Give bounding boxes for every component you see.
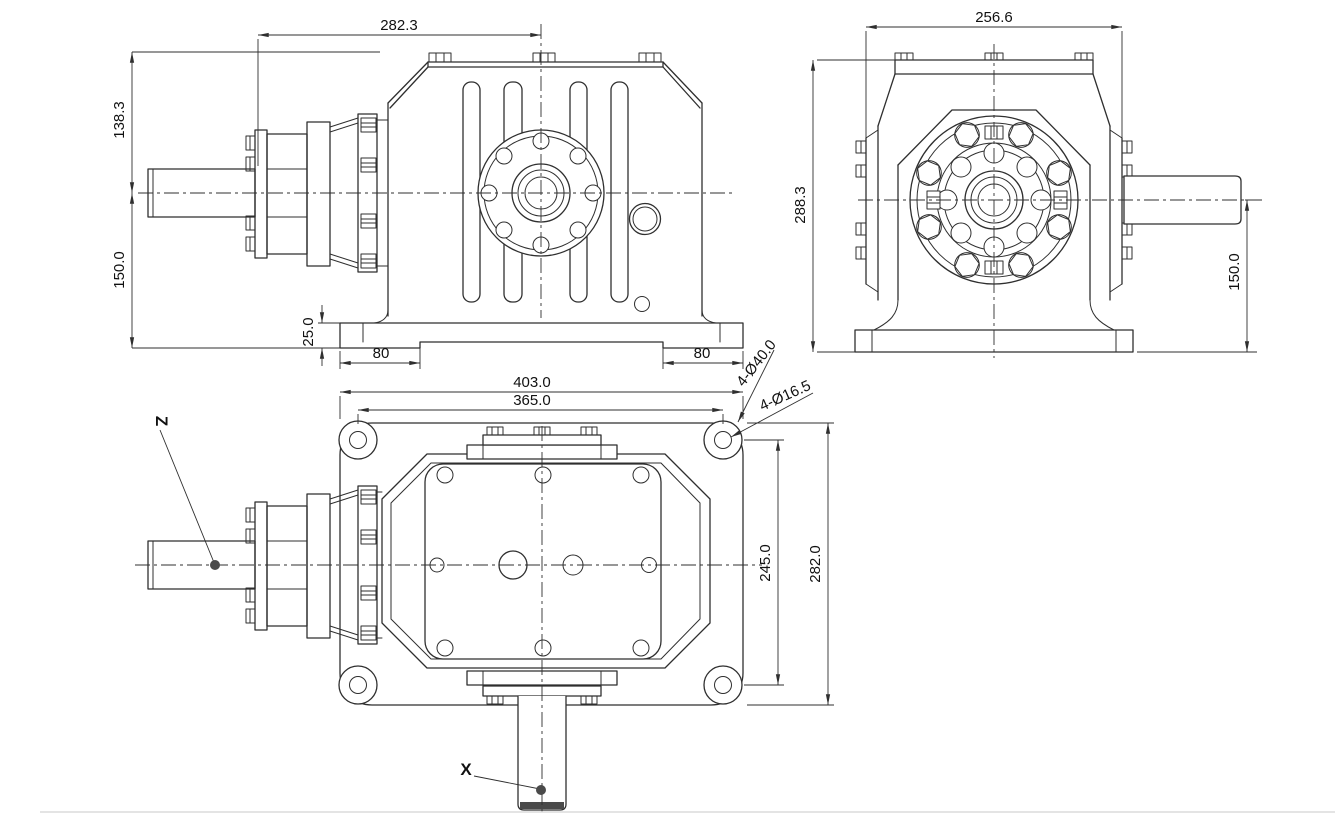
- dim-top-hole-pitch-length-text: 365.0: [513, 392, 551, 409]
- dim-top-hole-pitch-width: 245.0: [744, 439, 784, 686]
- end-view: 256.6 288.3 150.0: [792, 9, 1262, 358]
- dim-end-overall-height-text: 288.3: [792, 186, 809, 224]
- callout-hole-text: 4-Ø16.5: [757, 377, 813, 415]
- dim-end-width-text: 256.6: [975, 9, 1013, 26]
- dim-top-hole-pitch-length: 365.0: [357, 392, 724, 424]
- dim-base-thickness: 25.0: [300, 305, 340, 366]
- dim-front-upper-height-text: 138.3: [111, 101, 128, 139]
- output-shaft-end-face: [520, 802, 564, 809]
- input-shaft-label-text: Z: [152, 416, 171, 426]
- drain-plug: [634, 296, 650, 312]
- dim-end-axis-height: 150.0: [1137, 199, 1257, 353]
- housing-end: [855, 52, 1133, 331]
- dim-foot-right-text: 80: [694, 345, 711, 362]
- dim-foot-left: 80: [339, 345, 421, 369]
- output-shaft-label-text: X: [460, 760, 472, 779]
- oil-plug: [628, 202, 662, 236]
- corner-bosses: [338, 420, 743, 705]
- top-bolts-front: [428, 52, 662, 63]
- output-shaft-label: X: [460, 760, 546, 795]
- dim-foot-right: 80: [662, 345, 744, 369]
- dim-top-overall-width: 282.0: [747, 422, 834, 706]
- front-view: 282.3 138.3 150.0 25.0 80 80: [111, 17, 744, 369]
- dim-top-overall-length-text: 403.0: [513, 374, 551, 391]
- dim-end-width: 256.6: [865, 9, 1123, 150]
- dim-foot-left-text: 80: [373, 345, 390, 362]
- top-view: 403.0 365.0 245.0 282.0 4-Ø40.0 4-Ø16.5: [135, 337, 834, 814]
- dim-front-lower-height: 150.0: [111, 193, 340, 349]
- input-shaft-label: Z: [152, 416, 220, 570]
- dim-front-lower-height-text: 150.0: [111, 251, 128, 289]
- base-front: [339, 322, 744, 349]
- dim-front-upper-height: 138.3: [111, 51, 380, 193]
- dim-base-thickness-text: 25.0: [300, 317, 317, 346]
- dim-top-hole-pitch-width-text: 245.0: [757, 544, 774, 582]
- dim-end-overall-height: 288.3: [792, 59, 897, 353]
- dim-front-width: 282.3: [257, 17, 541, 166]
- dim-top-overall-width-text: 282.0: [807, 545, 824, 583]
- dim-end-axis-height-text: 150.0: [1226, 253, 1243, 291]
- dim-front-width-text: 282.3: [380, 17, 418, 34]
- housing-top: [381, 453, 711, 669]
